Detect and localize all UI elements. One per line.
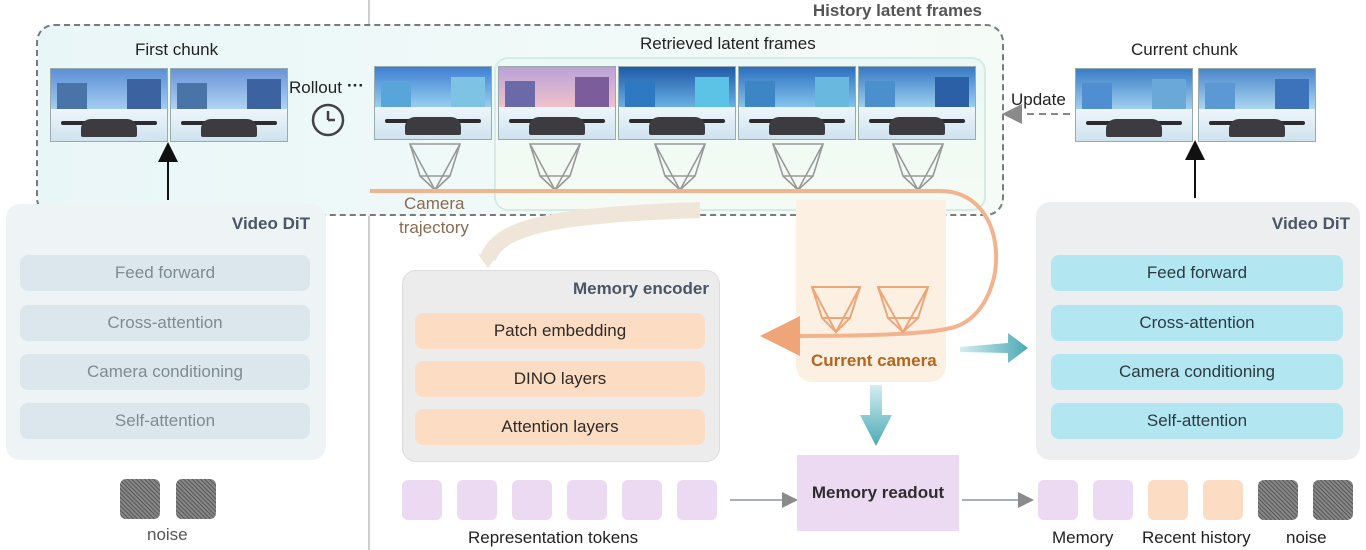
right-dit-layer-self-attention: Self-attention xyxy=(1051,403,1343,439)
first-chunk-frame xyxy=(170,68,288,142)
memory-tokens-label: Memory xyxy=(1052,528,1114,547)
representation-token xyxy=(512,480,552,520)
retrieved-frame xyxy=(618,66,736,140)
encoder-layer-dino: DINO layers xyxy=(415,361,705,397)
left-dit-layer-feed-forward: Feed forward xyxy=(20,255,310,291)
memory-token xyxy=(1093,480,1133,520)
memory-token xyxy=(1038,480,1078,520)
history-frame xyxy=(374,66,492,140)
right-video-dit-panel: Video DiT Feed forward Cross-attention C… xyxy=(1036,202,1360,460)
memory-readout-label: Memory readout xyxy=(811,483,945,502)
retrieved-frame xyxy=(738,66,856,140)
encoder-layer-patch-embedding: Patch embedding xyxy=(415,313,705,349)
noise-token xyxy=(120,479,160,519)
noise-token xyxy=(176,479,216,519)
left-dit-layer-camera-conditioning: Camera conditioning xyxy=(20,354,310,390)
retrieved-frames-label: Retrieved latent frames xyxy=(640,34,816,53)
left-dit-layer-self-attention: Self-attention xyxy=(20,403,310,439)
noise-token xyxy=(1313,480,1353,520)
left-video-dit-panel: Video DiT Feed forward Cross-attention C… xyxy=(6,204,326,460)
current-chunk-label: Current chunk xyxy=(1131,40,1238,59)
representation-token xyxy=(457,480,497,520)
left-noise-label: noise xyxy=(147,525,188,544)
current-camera-label: Current camera xyxy=(811,351,937,370)
noise-token xyxy=(1258,480,1298,520)
rollout-ellipsis: ··· xyxy=(347,76,364,95)
first-chunk-frame xyxy=(50,68,168,142)
right-dit-layer-camera-conditioning: Camera conditioning xyxy=(1051,354,1343,390)
retrieved-frame xyxy=(858,66,976,140)
encoder-layer-attention: Attention layers xyxy=(415,409,705,445)
left-video-dit-title: Video DiT xyxy=(231,214,310,233)
representation-tokens-label: Representation tokens xyxy=(468,528,639,547)
rollout-label: Rollout xyxy=(289,78,342,97)
memory-encoder-panel: Memory encoder Patch embedding DINO laye… xyxy=(402,270,720,462)
representation-token xyxy=(677,480,717,520)
memory-readout-box: Memory readout xyxy=(797,455,959,531)
memory-encoder-title: Memory encoder xyxy=(572,279,709,298)
representation-token xyxy=(402,480,442,520)
current-camera-panel xyxy=(796,200,946,382)
retrieved-frame xyxy=(498,66,616,140)
camera-trajectory-line2: trajectory xyxy=(399,218,469,237)
representation-token xyxy=(567,480,607,520)
recent-history-token xyxy=(1148,480,1188,520)
recent-history-token xyxy=(1203,480,1243,520)
right-dit-layer-cross-attention: Cross-attention xyxy=(1051,305,1343,341)
first-chunk-label: First chunk xyxy=(135,40,219,59)
section-divider xyxy=(368,0,370,550)
right-noise-label: noise xyxy=(1286,528,1327,547)
right-video-dit-title: Video DiT xyxy=(1271,214,1350,233)
camera-trajectory-line1: Camera xyxy=(404,194,465,213)
current-chunk-frame xyxy=(1198,68,1316,142)
right-dit-layer-feed-forward: Feed forward xyxy=(1051,255,1343,291)
history-latent-frames-title: History latent frames xyxy=(812,1,982,20)
current-chunk-frame xyxy=(1075,68,1193,142)
left-dit-layer-cross-attention: Cross-attention xyxy=(20,305,310,341)
clock-icon xyxy=(311,103,345,137)
recent-history-tokens-label: Recent history xyxy=(1142,528,1251,547)
update-label: Update xyxy=(1011,90,1066,109)
representation-token xyxy=(622,480,662,520)
